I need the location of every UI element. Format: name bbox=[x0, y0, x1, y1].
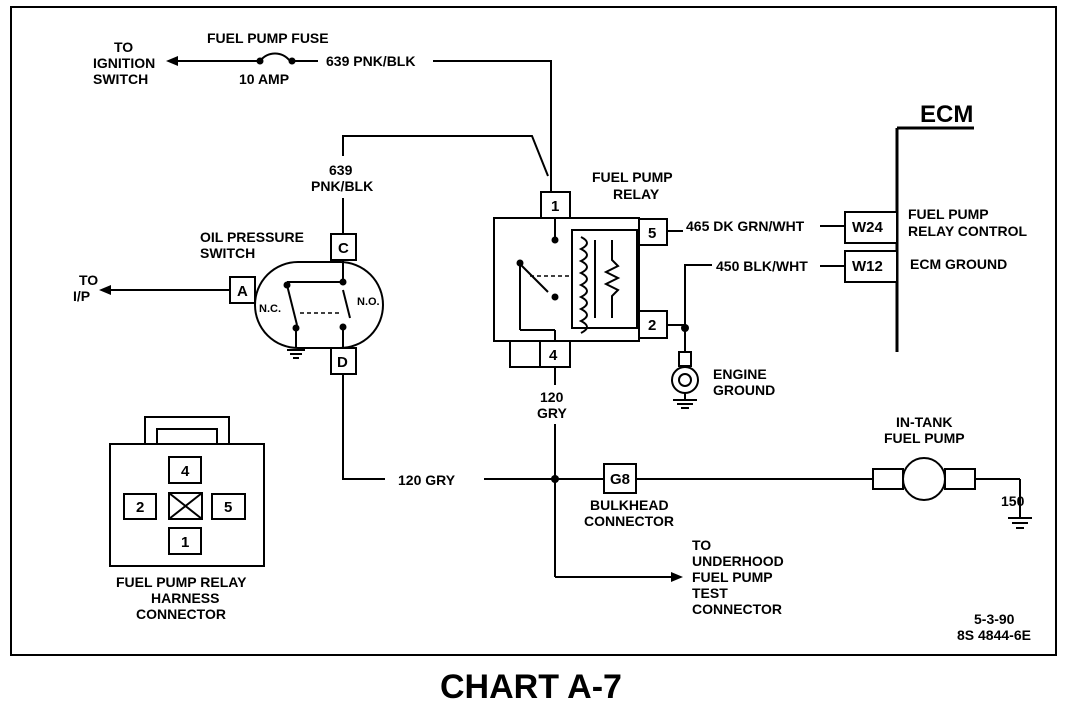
svg-text:1: 1 bbox=[551, 198, 559, 215]
switch-wire-label: 639 PNK/BLK bbox=[311, 162, 373, 194]
svg-text:GRY: GRY bbox=[537, 405, 567, 421]
svg-text:SWITCH: SWITCH bbox=[93, 71, 148, 87]
svg-text:IGNITION: IGNITION bbox=[93, 55, 155, 71]
no-label: N.O. bbox=[357, 296, 380, 308]
harness-pin-1 bbox=[168, 527, 202, 555]
wire-465-label: 465 DK GRN/WHT bbox=[686, 218, 805, 234]
harness-pin-5 bbox=[211, 493, 246, 520]
svg-text:IN-TANK: IN-TANK bbox=[896, 414, 953, 430]
svg-text:UNDERHOOD: UNDERHOOD bbox=[692, 553, 784, 569]
svg-text:CONNECTOR: CONNECTOR bbox=[692, 601, 782, 617]
relay-resistor bbox=[603, 240, 621, 318]
svg-text:W12: W12 bbox=[852, 258, 883, 275]
to-ip-label: TO I/P bbox=[73, 272, 98, 304]
chart-title: CHART A-7 bbox=[440, 668, 622, 704]
svg-text:FUEL PUMP: FUEL PUMP bbox=[884, 430, 965, 446]
fuel-pump-motor bbox=[902, 457, 946, 501]
svg-text:SWITCH: SWITCH bbox=[200, 245, 255, 261]
fuel-pump-fuse-symbol bbox=[259, 52, 293, 65]
svg-text:OIL PRESSURE: OIL PRESSURE bbox=[200, 229, 304, 245]
ecm-label: ECM bbox=[920, 101, 973, 128]
engine-ground-label: ENGINE GROUND bbox=[713, 366, 775, 398]
svg-text:FUEL PUMP: FUEL PUMP bbox=[592, 169, 673, 185]
nc-label: N.C. bbox=[259, 303, 281, 315]
pin-a-label: A bbox=[237, 283, 248, 300]
relay-coil-frame bbox=[571, 229, 638, 329]
ecm-w12-box bbox=[844, 250, 898, 283]
harness-label: FUEL PUMP RELAY HARNESS CONNECTOR bbox=[116, 574, 247, 622]
bulkhead-label: BULKHEAD CONNECTOR bbox=[584, 497, 674, 529]
to-ignition-label: TO IGNITION SWITCH bbox=[93, 39, 155, 87]
pin-d-label: D bbox=[337, 354, 348, 371]
oil-pressure-switch-label: OIL PRESSURE SWITCH bbox=[200, 229, 304, 261]
ref-label: 8S 4844-6E bbox=[957, 627, 1031, 643]
fuse-rating: 10 AMP bbox=[239, 71, 289, 87]
svg-text:TO: TO bbox=[114, 39, 133, 55]
date-label: 5-3-90 bbox=[974, 611, 1015, 627]
svg-text:2: 2 bbox=[136, 499, 144, 516]
harness-latch-inner bbox=[156, 428, 218, 445]
svg-text:CONNECTOR: CONNECTOR bbox=[136, 606, 226, 622]
wire-450-label: 450 BLK/WHT bbox=[716, 258, 808, 274]
svg-text:FUEL PUMP: FUEL PUMP bbox=[692, 569, 773, 585]
engine-ground-ring bbox=[671, 366, 699, 394]
svg-text:W24: W24 bbox=[852, 219, 884, 236]
relay-out-wire-label: 120 GRY bbox=[537, 389, 567, 421]
svg-text:4: 4 bbox=[181, 463, 190, 480]
test-connector-label: TO UNDERHOOD FUEL PUMP TEST CONNECTOR bbox=[692, 537, 784, 617]
ignition-arrow bbox=[166, 56, 178, 66]
relay-pin-1 bbox=[540, 191, 571, 219]
relay-title: FUEL PUMP RELAY bbox=[592, 169, 673, 202]
svg-text:CONNECTOR: CONNECTOR bbox=[584, 513, 674, 529]
svg-text:1: 1 bbox=[181, 534, 189, 551]
fuse-title: FUEL PUMP FUSE bbox=[207, 30, 329, 46]
svg-text:5: 5 bbox=[224, 499, 232, 516]
diagram-frame bbox=[10, 6, 1057, 656]
pin-c-label: C bbox=[338, 240, 349, 257]
svg-text:FUEL PUMP RELAY: FUEL PUMP RELAY bbox=[116, 574, 247, 590]
ecm-w24-box bbox=[844, 211, 898, 244]
fuel-pump-right-tab bbox=[944, 468, 976, 490]
engine-ground-tab bbox=[678, 351, 692, 367]
fuel-pump-left-tab bbox=[872, 468, 904, 490]
svg-text:639: 639 bbox=[329, 162, 353, 178]
svg-text:4: 4 bbox=[549, 347, 558, 364]
relay-coil bbox=[578, 236, 588, 334]
svg-text:RELAY: RELAY bbox=[613, 186, 660, 202]
harness-pin-4 bbox=[168, 456, 202, 484]
svg-text:TO: TO bbox=[79, 272, 98, 288]
svg-text:RELAY CONTROL: RELAY CONTROL bbox=[908, 223, 1027, 239]
horiz-wire-label: 120 GRY bbox=[398, 472, 456, 488]
svg-text:TO: TO bbox=[692, 537, 711, 553]
test-connector-arrow bbox=[671, 572, 683, 582]
top-wire-label: 639 PNK/BLK bbox=[326, 53, 415, 69]
svg-text:TEST: TEST bbox=[692, 585, 728, 601]
svg-text:GROUND: GROUND bbox=[713, 382, 775, 398]
relay-pin-4-tab bbox=[509, 340, 541, 368]
svg-text:120: 120 bbox=[540, 389, 564, 405]
svg-text:PNK/BLK: PNK/BLK bbox=[311, 178, 373, 194]
ground-150-label: 150 bbox=[1001, 493, 1025, 509]
svg-text:G8: G8 bbox=[610, 471, 630, 488]
relay-body bbox=[493, 217, 640, 342]
svg-text:BULKHEAD: BULKHEAD bbox=[590, 497, 669, 513]
svg-text:ENGINE: ENGINE bbox=[713, 366, 767, 382]
svg-text:FUEL PUMP: FUEL PUMP bbox=[908, 206, 989, 222]
svg-text:2: 2 bbox=[648, 317, 656, 334]
harness-pin-2 bbox=[123, 493, 157, 520]
ecm-w24-label: FUEL PUMP RELAY CONTROL bbox=[908, 206, 1027, 239]
ecm-w12-label: ECM GROUND bbox=[910, 256, 1007, 272]
ip-arrow bbox=[99, 285, 111, 295]
svg-text:I/P: I/P bbox=[73, 288, 90, 304]
svg-text:HARNESS: HARNESS bbox=[151, 590, 219, 606]
svg-text:5: 5 bbox=[648, 225, 656, 242]
pin-c-box bbox=[330, 233, 357, 261]
in-tank-label: IN-TANK FUEL PUMP bbox=[884, 414, 965, 446]
